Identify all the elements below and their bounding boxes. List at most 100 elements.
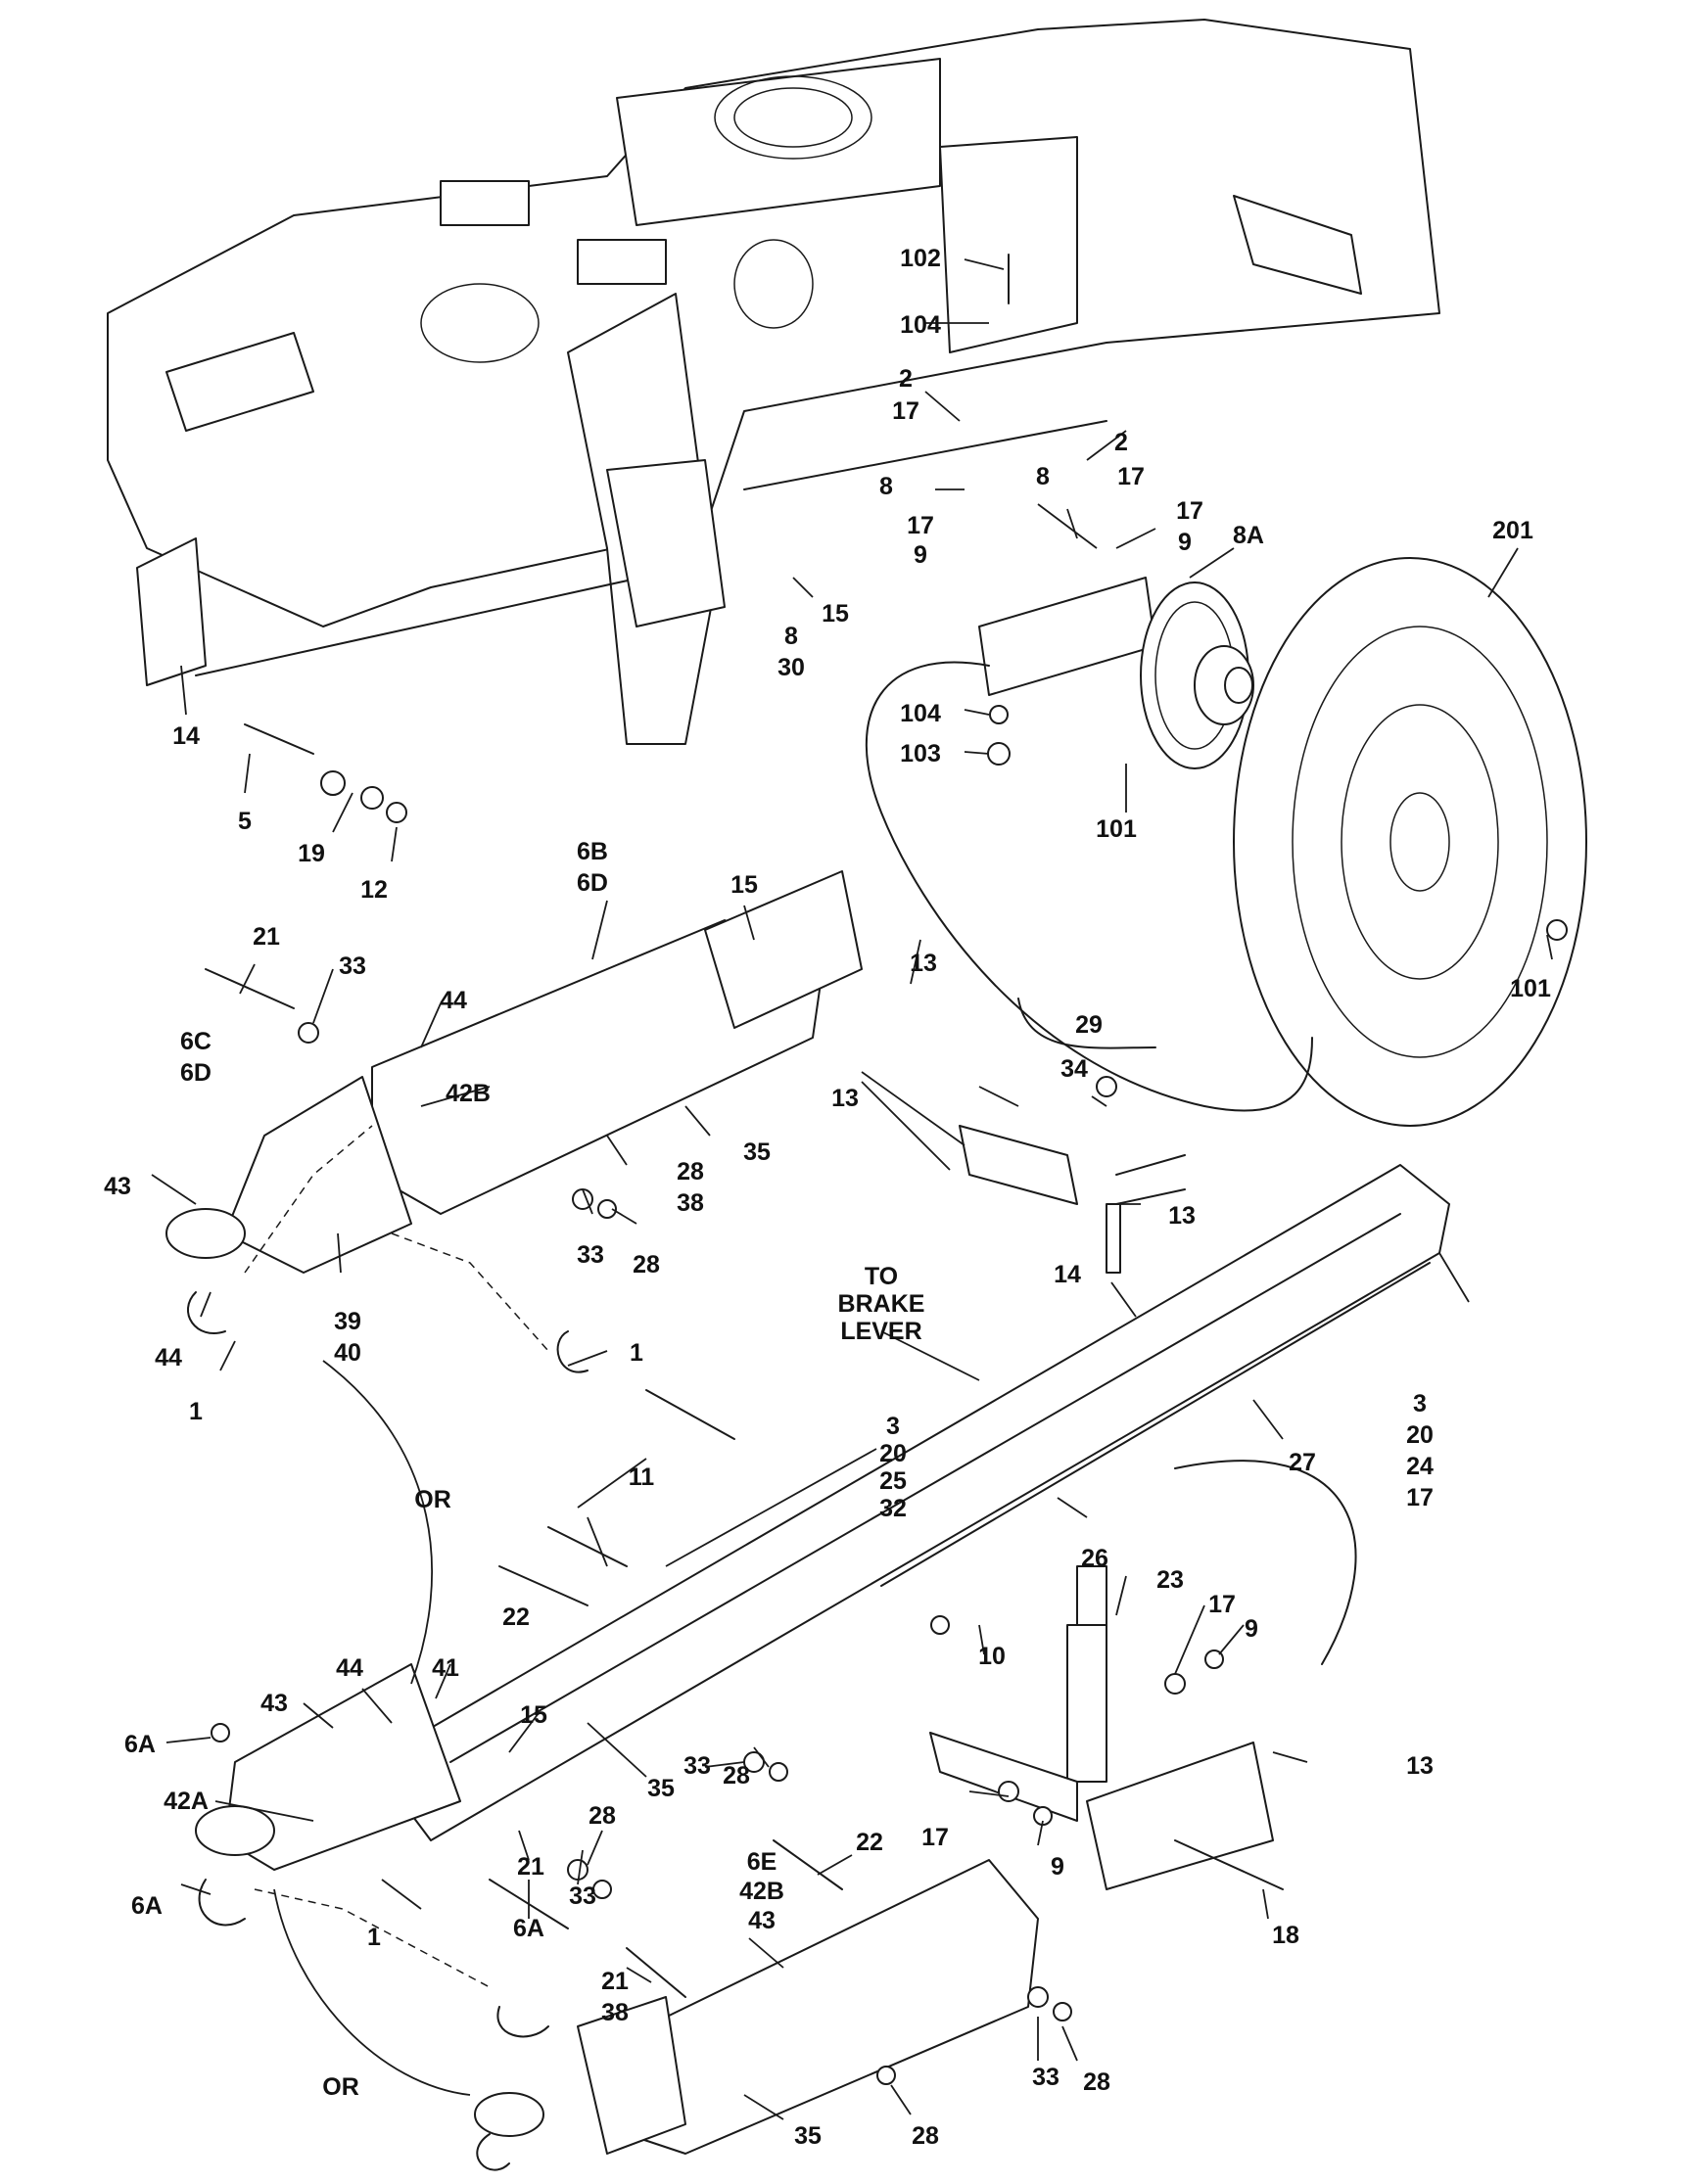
callout-14: 14 — [172, 722, 200, 750]
tire — [1233, 557, 1587, 1127]
callout-102: 102 — [900, 245, 941, 272]
brake-lever-note-line1: TO — [865, 1263, 898, 1290]
callout-13: 13 — [910, 950, 937, 977]
callout-25: 25 — [879, 1467, 907, 1495]
callout-40: 40 — [334, 1339, 361, 1367]
brake-lever-note-line3: LEVER — [840, 1318, 921, 1345]
callout-26: 26 — [1081, 1545, 1108, 1572]
callout-17: 17 — [1117, 463, 1145, 490]
callout-101: 101 — [1510, 975, 1551, 1002]
lower-hitch-assembly — [195, 1663, 549, 2038]
callout-41: 41 — [432, 1654, 459, 1682]
callout-17: 17 — [907, 512, 934, 539]
callout-33: 33 — [683, 1752, 711, 1780]
callout-15: 15 — [730, 871, 758, 899]
callout-23: 23 — [1156, 1566, 1184, 1594]
callout-28: 28 — [677, 1158, 704, 1185]
upper-hitch-assembly — [165, 870, 863, 1373]
callout-21: 21 — [601, 1968, 629, 1995]
callout-38: 38 — [601, 1999, 629, 2026]
leader-lines — [151, 258, 1553, 2120]
callout-6D: 6D — [180, 1059, 212, 1087]
callout-39: 39 — [334, 1308, 361, 1335]
callout-6C: 6C — [180, 1028, 212, 1055]
callout-17: 17 — [1176, 497, 1203, 525]
callout-42B: 42B — [446, 1080, 491, 1107]
callout-9: 9 — [1245, 1615, 1258, 1643]
callout-22: 22 — [856, 1829, 883, 1856]
callout-6B: 6B — [577, 838, 608, 865]
callout-2: 2 — [1114, 429, 1128, 456]
callout-22: 22 — [502, 1603, 530, 1631]
callout-10: 10 — [978, 1643, 1006, 1670]
callout-43: 43 — [104, 1173, 131, 1200]
callout-5: 5 — [238, 808, 252, 835]
bolts — [205, 254, 1284, 1998]
callout-43: 43 — [748, 1907, 776, 1934]
callout-9: 9 — [914, 541, 927, 569]
callout-3: 3 — [886, 1413, 900, 1440]
callout-18: 18 — [1272, 1922, 1299, 1949]
callout-33: 33 — [339, 953, 366, 980]
lower-lever-assembly — [929, 1565, 1274, 1890]
callout-28: 28 — [723, 1762, 750, 1789]
callout-1: 1 — [367, 1924, 381, 1951]
callout-11: 11 — [629, 1464, 655, 1491]
callout-6A: 6A — [131, 1892, 163, 1920]
callout-14: 14 — [1054, 1261, 1081, 1288]
callout-6D: 6D — [577, 869, 608, 897]
or-label-bottom: OR — [322, 2073, 359, 2101]
callout-29: 29 — [1075, 1011, 1103, 1039]
callout-44: 44 — [440, 987, 467, 1014]
notes: OR OR TO BRAKE LEVER — [322, 1263, 924, 2101]
callout-28: 28 — [912, 2122, 939, 2150]
callout-9: 9 — [1178, 529, 1192, 556]
callout-34: 34 — [1060, 1055, 1088, 1083]
callout-13: 13 — [1406, 1752, 1434, 1780]
callout-17: 17 — [921, 1824, 949, 1851]
callout-201: 201 — [1492, 517, 1533, 544]
callout-27: 27 — [1289, 1449, 1316, 1476]
axle-assembly — [978, 577, 1254, 769]
callout-6E: 6E — [747, 1848, 777, 1876]
callout-33: 33 — [577, 1241, 604, 1269]
callout-42B: 42B — [739, 1878, 784, 1905]
bottom-hitch-assembly — [474, 1859, 1039, 2171]
callout-8: 8 — [879, 473, 893, 500]
callout-44: 44 — [336, 1654, 363, 1682]
callout-13: 13 — [1168, 1202, 1196, 1230]
callout-43: 43 — [260, 1690, 288, 1717]
callout-13: 13 — [831, 1085, 859, 1112]
callout-17: 17 — [1406, 1484, 1434, 1511]
callout-15: 15 — [822, 600, 849, 627]
callout-33: 33 — [569, 1882, 596, 1910]
callout-35: 35 — [794, 2122, 822, 2150]
callout-103: 103 — [900, 740, 941, 767]
callout-33: 33 — [1032, 2064, 1059, 2091]
callout-32: 32 — [879, 1495, 907, 1522]
callout-8A: 8A — [1233, 522, 1264, 549]
callout-8: 8 — [784, 623, 798, 650]
callout-28: 28 — [633, 1251, 660, 1278]
callout-15: 15 — [520, 1701, 547, 1729]
callout-6A: 6A — [124, 1731, 156, 1758]
callout-35: 35 — [743, 1138, 771, 1166]
callout-42A: 42A — [164, 1788, 209, 1815]
callout-35: 35 — [647, 1775, 675, 1802]
brake-lever-note-line2: BRAKE — [838, 1290, 925, 1318]
callout-104: 104 — [900, 700, 941, 727]
callout-2: 2 — [899, 365, 913, 393]
callout-21: 21 — [253, 923, 280, 951]
callout-104: 104 — [900, 311, 941, 339]
callout-17: 17 — [892, 397, 919, 425]
callout-1: 1 — [189, 1398, 203, 1425]
callout-labels: 102 104 2 17 2 17 8 8 17 9 17 9 8A 201 8… — [104, 245, 1551, 2150]
callout-1: 1 — [630, 1339, 643, 1367]
callout-28: 28 — [1083, 2068, 1110, 2096]
callout-24: 24 — [1406, 1453, 1434, 1480]
callout-17: 17 — [1208, 1591, 1236, 1618]
callout-12: 12 — [360, 876, 388, 904]
callout-20: 20 — [1406, 1421, 1434, 1449]
callout-9: 9 — [1051, 1853, 1064, 1881]
tongue-assembly — [371, 1164, 1450, 1841]
